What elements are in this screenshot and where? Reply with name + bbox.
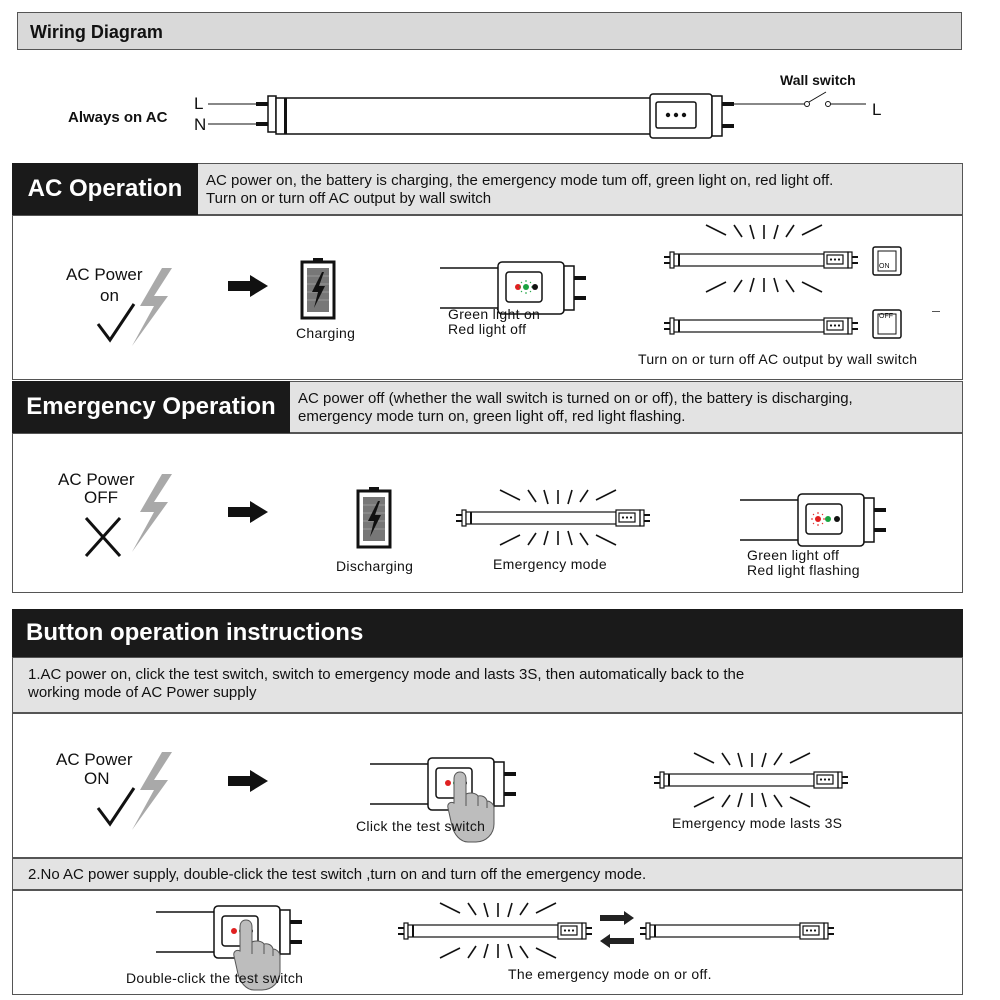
emergency-desc: AC power off (whether the wall switch is… bbox=[298, 390, 853, 425]
emergency-panel bbox=[12, 433, 963, 593]
wiring-title: Wiring Diagram bbox=[30, 22, 163, 42]
ac-on-upper-label: ON bbox=[84, 769, 110, 788]
red-flashing-caption: Red light flashing bbox=[747, 562, 860, 578]
wire-right-l-label: L bbox=[872, 100, 882, 119]
wire-n-label: N bbox=[194, 115, 207, 134]
tube-end-green-on bbox=[439, 261, 587, 315]
click-switch-caption: Click the test switch bbox=[356, 818, 486, 834]
arrow-left-toggle-icon bbox=[600, 934, 634, 948]
discharging-caption: Discharging bbox=[336, 558, 414, 574]
wiring-tube-diagram bbox=[208, 91, 866, 139]
ac-operation-desc: AC power on, the battery is charging, th… bbox=[206, 172, 834, 207]
arrow-right-toggle-icon bbox=[600, 911, 634, 925]
tube-toggle-on bbox=[397, 922, 593, 940]
charging-caption: Charging bbox=[296, 325, 356, 341]
tube-toggle-off bbox=[639, 922, 835, 940]
tube-off bbox=[663, 317, 859, 335]
always-on-label: Always on AC bbox=[68, 109, 168, 126]
step2-desc: 2.No AC power supply, double-click the t… bbox=[28, 866, 647, 883]
tube-end-red-flashing bbox=[739, 493, 887, 547]
ac-power-off-label: AC Power bbox=[58, 470, 135, 489]
wall-switch-caption: Turn on or turn off AC output by wall sw… bbox=[638, 351, 918, 367]
bolt-icon-3 bbox=[132, 752, 172, 830]
ac-power-on-label: AC Power bbox=[56, 750, 133, 769]
ac-off-label: OFF bbox=[84, 488, 118, 507]
tube-3s bbox=[653, 771, 849, 789]
wire-l-label: L bbox=[194, 94, 204, 113]
rays-on-bottom bbox=[705, 277, 823, 293]
ac-operation-label: AC Operation bbox=[12, 163, 198, 215]
green-on-caption: Green light on bbox=[448, 306, 541, 322]
rays-3s-bottom bbox=[693, 792, 811, 808]
emergency-mode-caption: Emergency mode bbox=[493, 556, 607, 572]
battery-discharging-icon bbox=[356, 487, 392, 549]
off-switch-label: OFF bbox=[879, 313, 893, 320]
step2-bar bbox=[12, 858, 963, 890]
button-ops-title-bar: Button operation instructions bbox=[12, 609, 963, 657]
arrow-right-icon-3 bbox=[228, 770, 268, 792]
green-off-caption: Green light off bbox=[747, 547, 840, 563]
emergency-label: Emergency Operation bbox=[12, 381, 290, 433]
check-icon bbox=[96, 303, 136, 343]
toggle-caption: The emergency mode on or off. bbox=[508, 966, 712, 982]
bolt-off-icon bbox=[132, 474, 172, 552]
rays-em-bottom bbox=[499, 530, 617, 546]
lasts-3s-caption: Emergency mode lasts 3S bbox=[672, 815, 843, 831]
rays-on-top bbox=[705, 224, 823, 240]
step1-desc: 1.AC power on, click the test switch, sw… bbox=[28, 666, 745, 701]
ac-power-label: AC Power bbox=[66, 265, 143, 284]
off-switch-icon[interactable] bbox=[872, 309, 904, 341]
wiring-title-bar: Wiring Diagram bbox=[17, 12, 962, 50]
battery-charging-icon bbox=[300, 258, 336, 320]
tube-emergency bbox=[455, 509, 651, 527]
rays-toggle-top bbox=[439, 902, 557, 918]
ac-on-label: on bbox=[100, 286, 119, 305]
step1-bar bbox=[12, 657, 963, 713]
check-icon-2 bbox=[96, 787, 136, 827]
button-ops-title: Button operation instructions bbox=[26, 619, 364, 646]
arrow-right-icon-2 bbox=[228, 501, 268, 523]
off-dash bbox=[932, 311, 940, 312]
x-icon bbox=[84, 516, 122, 558]
step2-panel bbox=[12, 890, 963, 995]
double-click-caption: Double-click the test switch bbox=[126, 970, 304, 986]
tube-on bbox=[663, 251, 859, 269]
rays-em-top bbox=[499, 489, 617, 505]
bolt-icon bbox=[132, 268, 172, 346]
wall-switch-label: Wall switch bbox=[780, 72, 856, 88]
on-switch-label: ON bbox=[879, 263, 890, 270]
red-off-caption: Red light off bbox=[448, 321, 527, 337]
arrow-right-icon bbox=[228, 275, 268, 297]
on-switch-icon[interactable] bbox=[872, 246, 904, 278]
step1-panel bbox=[12, 713, 963, 858]
rays-toggle-bottom bbox=[439, 943, 557, 959]
ac-operation-panel bbox=[12, 215, 963, 380]
